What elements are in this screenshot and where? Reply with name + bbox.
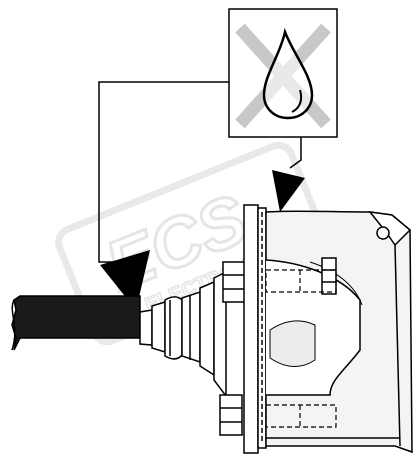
liquid-drop-icon	[262, 27, 314, 120]
arrow-to-seal	[100, 250, 150, 310]
pointer-line-right	[289, 137, 302, 169]
latch-detail	[321, 257, 337, 295]
mounting-panel	[243, 204, 267, 454]
no-liquid-warning-box	[228, 8, 338, 138]
lower-nut	[219, 394, 243, 436]
socket-housing	[265, 210, 413, 454]
arrow-to-flange	[272, 170, 305, 212]
cable	[11, 295, 141, 351]
hidden-bolts	[265, 269, 337, 428]
lid-hinge-screw	[376, 226, 390, 240]
cable-seal-grommet	[139, 270, 227, 399]
upper-nut	[222, 261, 246, 303]
